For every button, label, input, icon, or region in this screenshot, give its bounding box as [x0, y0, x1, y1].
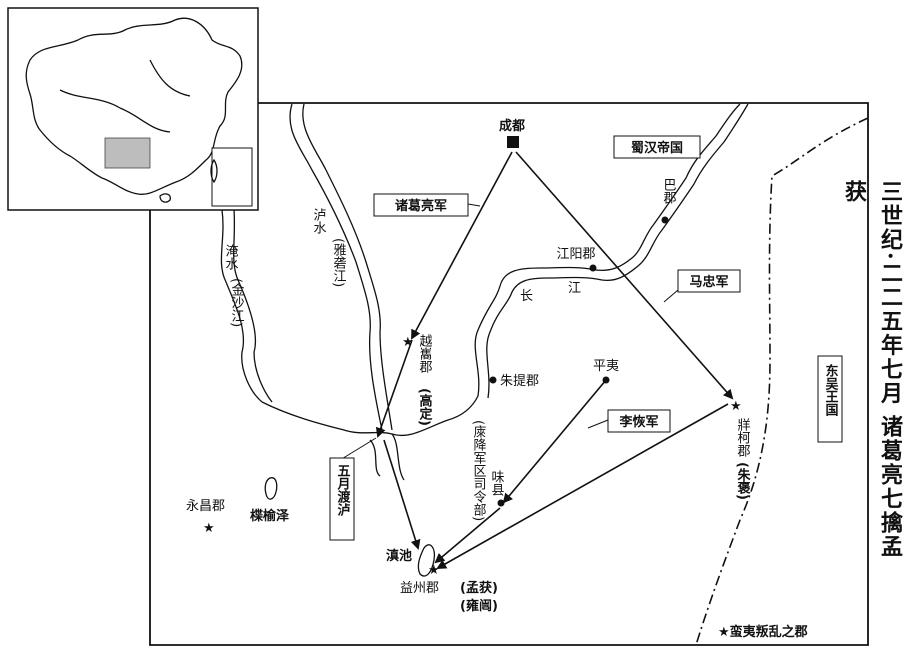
label-yizhou-note2: (雍闿)	[460, 598, 498, 614]
box-crossing	[329, 457, 355, 541]
leader-zhuge	[467, 203, 481, 207]
label-xieyuze: 楪榆泽	[250, 508, 290, 524]
label-yuexi-note: (高定)	[417, 388, 434, 426]
label-zangke: 牂柯郡	[735, 418, 751, 458]
label-pingyi: 平夷	[593, 358, 619, 374]
leader-lihui	[587, 419, 609, 429]
box-lihui	[607, 409, 671, 433]
box-zhuge	[373, 193, 469, 217]
pingyi-dot-marker	[602, 376, 610, 384]
yuexi-star-marker: ★	[402, 335, 414, 350]
river-jinsha-main	[261, 395, 479, 437]
jiangyang-dot-marker	[589, 264, 597, 272]
label-lushui: 泸水	[311, 208, 327, 234]
label-yizhou: 益州郡	[400, 581, 439, 596]
main-map-frame	[149, 102, 869, 646]
label-mazhong: 马忠军	[689, 274, 728, 290]
capital-square-marker	[507, 136, 519, 148]
label-lihui: 李恢军	[618, 414, 658, 430]
river-yangtze-b	[486, 103, 749, 399]
yizhou-star-marker: ★	[428, 563, 440, 578]
label-yanshui: 淹水	[223, 244, 239, 270]
river-lushui	[289, 103, 383, 431]
weixian-dot-marker	[497, 499, 505, 507]
box-mazhong	[677, 269, 741, 293]
label-yangtze-2: 江	[568, 281, 581, 296]
route-zhuge-2	[375, 339, 413, 438]
label-weixian: 味县	[489, 470, 505, 496]
label-ba: 巴郡	[661, 178, 677, 205]
river-lower-branch	[369, 433, 405, 481]
label-wu: 东吴王国	[823, 363, 839, 417]
inset-internal-lines	[59, 59, 191, 133]
leader-mazhong	[663, 289, 679, 303]
label-laixiang: (庲降军区司令部)	[471, 420, 487, 521]
inset-hainan	[159, 193, 171, 203]
label-dianchi: 滇池	[386, 548, 412, 564]
river-yanshui-b	[233, 209, 273, 403]
zhuti-dot-marker	[489, 376, 497, 384]
legend: ★蛮夷叛乱之郡	[718, 624, 808, 640]
label-zhuti: 朱提郡	[500, 373, 539, 389]
route-zangke-yizhou	[436, 403, 729, 569]
lake-dianchi	[417, 544, 436, 577]
inset-taiwan	[210, 158, 218, 184]
inset-south-sea-box	[211, 147, 253, 207]
label-yongchang: 永昌郡	[186, 499, 225, 514]
ba-dot-marker	[661, 216, 669, 224]
label-zangke-note: (朱褒)	[735, 462, 752, 500]
label-shu: 蜀汉帝国	[631, 140, 683, 156]
route-zhuge-1	[411, 151, 513, 340]
inset-map	[7, 7, 259, 211]
route-lihui-2	[434, 507, 501, 564]
label-yuexi: 越巂郡	[417, 334, 433, 374]
inset-highlight	[104, 137, 151, 169]
zangke-star-marker: ★	[730, 399, 742, 414]
route-lihui-1	[502, 379, 607, 504]
label-crossing: 五月渡泸	[335, 464, 352, 517]
china-outline	[25, 17, 243, 195]
route-zhuge-3	[383, 439, 421, 550]
box-wu	[817, 355, 843, 443]
route-mazhong	[515, 151, 734, 400]
box-shu	[613, 135, 701, 159]
label-chengdu: 成都	[499, 118, 525, 134]
label-zhuge: 诸葛亮军	[395, 198, 447, 214]
label-lushui-sub: (雅砻江)	[331, 238, 347, 287]
side-title: 三世纪·二二五年七月 诸葛亮七擒孟获	[841, 180, 903, 560]
yongchang-star-marker: ★	[203, 521, 215, 536]
lake-xieyuze	[264, 477, 278, 500]
river-yanshui	[220, 209, 263, 403]
river-lushui-b	[302, 103, 393, 431]
label-jiangyang: 江阳郡	[556, 247, 595, 262]
leader-crossing	[339, 437, 377, 461]
label-yizhou-note1: (孟获)	[460, 580, 498, 596]
label-yangtze-1: 长	[520, 289, 533, 304]
label-yanshui-sub: (金沙江)	[229, 278, 245, 327]
